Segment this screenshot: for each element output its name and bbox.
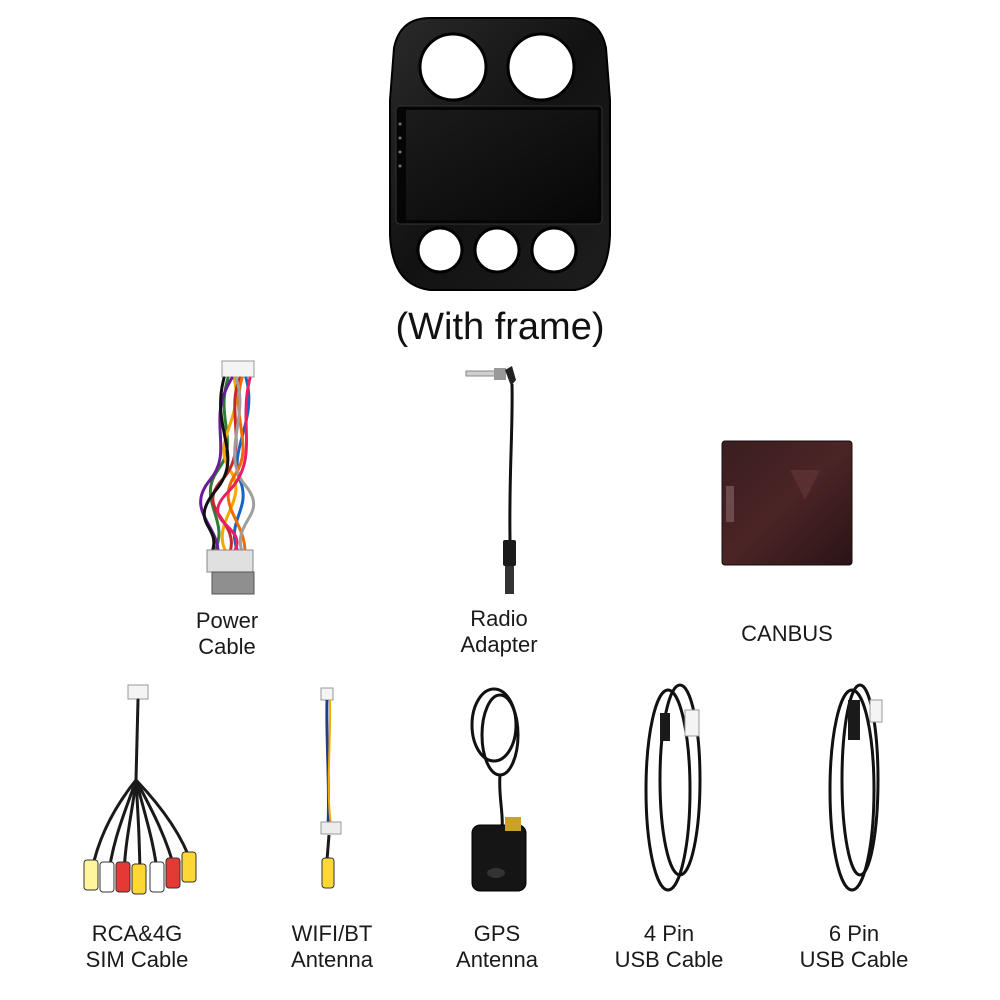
- canbus-label: CANBUS: [741, 621, 833, 646]
- head-unit-caption: (With frame): [395, 306, 605, 348]
